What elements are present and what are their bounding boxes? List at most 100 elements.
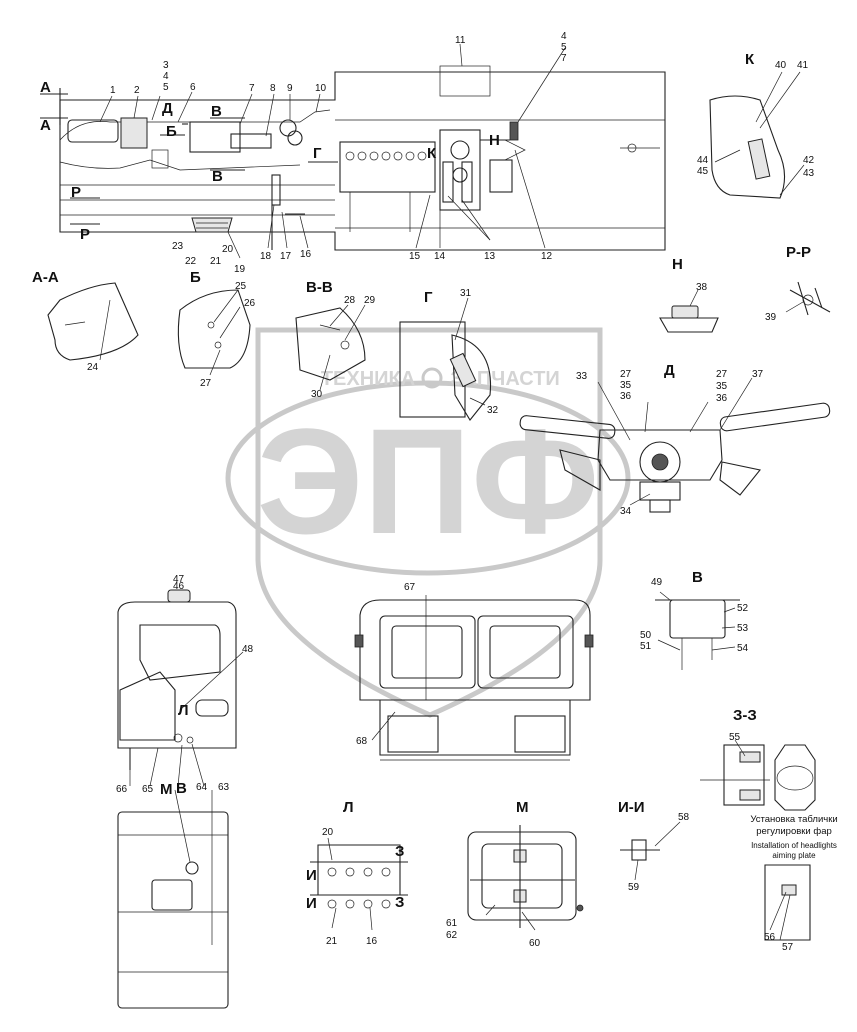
callout-34: 34: [620, 506, 632, 517]
view-m: М 61 62 60: [446, 799, 584, 949]
callout-57: 57: [782, 942, 794, 953]
callout-9: 9: [287, 83, 293, 94]
view-v-v: В-В 28 29 30: [295, 279, 376, 400]
callout-38: 38: [696, 282, 708, 293]
callout-36: 36: [620, 391, 632, 402]
callout-20: 20: [222, 244, 234, 255]
callout-45: 45: [697, 166, 709, 177]
view-i-i: И-И 58 59: [618, 799, 690, 893]
view-label-pp: Р-Р: [786, 244, 811, 261]
callout-7b: 7: [561, 53, 567, 64]
cab-rear-view: М 63: [117, 781, 230, 1009]
callout-29: 29: [364, 295, 376, 306]
watermark-word-right: ЗАПЧАСТИ: [450, 368, 560, 390]
cab-front-view: 67 68: [354, 582, 594, 761]
callout-19: 19: [234, 264, 246, 275]
view-z-z: З-З 55 Установка таблички регулировки фа…: [700, 707, 838, 953]
l-label-i-top: И: [306, 867, 317, 884]
caption-en-line1: Installation of headlights: [751, 841, 837, 850]
callout-54: 54: [737, 643, 749, 654]
callout-30: 30: [311, 389, 323, 400]
callout-5: 5: [163, 82, 169, 93]
callout-53: 53: [737, 623, 749, 634]
l-label-z-top: З: [395, 843, 404, 860]
callout-28: 28: [344, 295, 356, 306]
cab-side-view: 46 47 48 66 65 64 Л В: [116, 574, 254, 797]
callout-5b: 5: [561, 42, 567, 53]
callout-17: 17: [280, 251, 292, 262]
view-label-zz: З-З: [733, 707, 757, 724]
section-label-k: К: [427, 145, 437, 162]
callout-59: 59: [628, 882, 640, 893]
callout-50: 50: [640, 630, 652, 641]
callout-49: 49: [651, 577, 663, 588]
callout-24: 24: [87, 362, 99, 373]
callout-44: 44: [697, 155, 709, 166]
callout-8: 8: [270, 83, 276, 94]
callout-43: 43: [803, 168, 815, 179]
callout-33: 33: [576, 371, 588, 382]
callout-40: 40: [775, 60, 787, 71]
callout-2: 2: [134, 85, 140, 96]
caption-en-line2: aiming plate: [772, 851, 816, 860]
callout-36b: 36: [716, 393, 728, 404]
section-label-d: Д: [162, 100, 173, 117]
callout-10: 10: [315, 83, 327, 94]
section-label-g: Г: [313, 145, 322, 162]
view-g: Г 31 32: [399, 288, 499, 421]
view-a-a: А-А 24: [32, 269, 139, 373]
watermark-word-left: ТЕХНИКА: [321, 368, 415, 390]
callout-48: 48: [242, 644, 254, 655]
section-label-v-top: В: [211, 103, 222, 120]
view-label-n: Н: [672, 256, 683, 273]
callout-6: 6: [190, 82, 196, 93]
view-label-g: Г: [424, 289, 433, 306]
callout-23: 23: [172, 241, 184, 252]
callout-4: 4: [163, 71, 169, 82]
callout-15: 15: [409, 251, 421, 262]
callout-60: 60: [529, 938, 541, 949]
section-label-n: Н: [489, 132, 500, 149]
callout-66: 66: [116, 784, 128, 795]
view-b: Б 25 26 27: [177, 269, 256, 389]
callout-47: 47: [173, 574, 185, 585]
section-label-p-bottom: Р: [80, 226, 90, 243]
view-d: Д 33 34 27 35 36 27 35 36 37: [519, 362, 831, 517]
view-l: Л 20 21 16 З З И И: [306, 799, 408, 947]
callout-64: 64: [196, 782, 208, 793]
callout-56: 56: [764, 932, 776, 943]
caption-ru-line2: регулировки фар: [756, 826, 832, 837]
view-label-aa: А-А: [32, 269, 59, 286]
callout-18: 18: [260, 251, 272, 262]
dashboard-plan: [40, 43, 666, 259]
callout-14: 14: [434, 251, 446, 262]
cab-label-v: В: [176, 780, 187, 797]
callout-1: 1: [110, 85, 116, 96]
view-p-p: Р-Р 39: [765, 244, 831, 323]
callout-55: 55: [729, 732, 741, 743]
callout-21: 21: [210, 256, 222, 267]
callout-11: 11: [455, 35, 466, 46]
callout-7: 7: [249, 83, 255, 94]
watermark-letters: ЭПФ: [257, 397, 600, 565]
section-label-a-bottom: А: [40, 117, 51, 134]
callout-35: 35: [620, 380, 632, 391]
section-label-v-bottom: В: [212, 168, 223, 185]
view-label-k: К: [745, 51, 755, 68]
callout-68: 68: [356, 736, 368, 747]
callout-22: 22: [185, 256, 197, 267]
callout-27c: 27: [716, 369, 728, 380]
callout-31: 31: [460, 288, 472, 299]
callout-58: 58: [678, 812, 690, 823]
callout-37: 37: [752, 369, 764, 380]
callout-20b: 20: [322, 827, 334, 838]
section-label-b: Б: [166, 123, 177, 140]
callout-4b: 4: [561, 31, 567, 42]
view-label-vv: В-В: [306, 279, 333, 296]
watermark: ЭПФ ТЕХНИКА ЗАПЧАСТИ: [225, 327, 631, 718]
view-label-v: В: [692, 569, 703, 586]
view-label-b: Б: [190, 269, 201, 286]
callout-35b: 35: [716, 381, 728, 392]
